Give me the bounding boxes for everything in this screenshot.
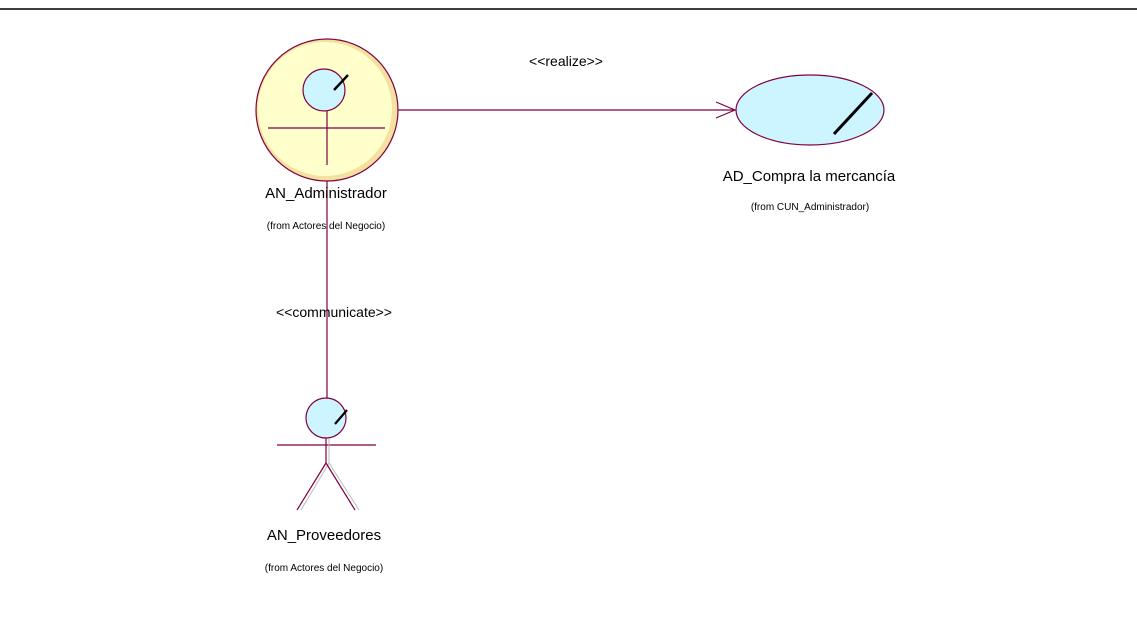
entity-ellipse	[735, 74, 885, 146]
worker-head-highlight	[333, 74, 349, 91]
worker-head	[302, 68, 346, 112]
compra-name: AD_Compra la mercancía	[723, 168, 896, 185]
business-entity-icon[interactable]	[735, 74, 885, 146]
realize-dependency[interactable]	[397, 101, 737, 119]
business-worker-icon[interactable]	[255, 38, 399, 182]
communicate-stereotype: <<communicate>>	[276, 304, 392, 320]
actor-right-leg	[325, 462, 356, 511]
realize-arrowhead	[715, 101, 737, 119]
realize-stereotype: <<realize>>	[529, 53, 603, 69]
actor-head-highlight	[334, 409, 348, 425]
proveedores-from: (from Actores del Negocio)	[265, 563, 383, 574]
business-actor-icon[interactable]	[277, 397, 376, 511]
actor-left-leg-shadow	[300, 462, 330, 511]
entity-highlight	[832, 91, 874, 136]
proveedores-name: AN_Proveedores	[267, 527, 381, 544]
administrador-name: AN_Administrador	[265, 185, 387, 202]
actor-right-leg-shadow	[328, 462, 360, 511]
actor-left-leg	[296, 462, 327, 511]
administrador-from: (from Actores del Negocio)	[267, 221, 385, 232]
compra-from: (from CUN_Administrador)	[751, 202, 869, 213]
